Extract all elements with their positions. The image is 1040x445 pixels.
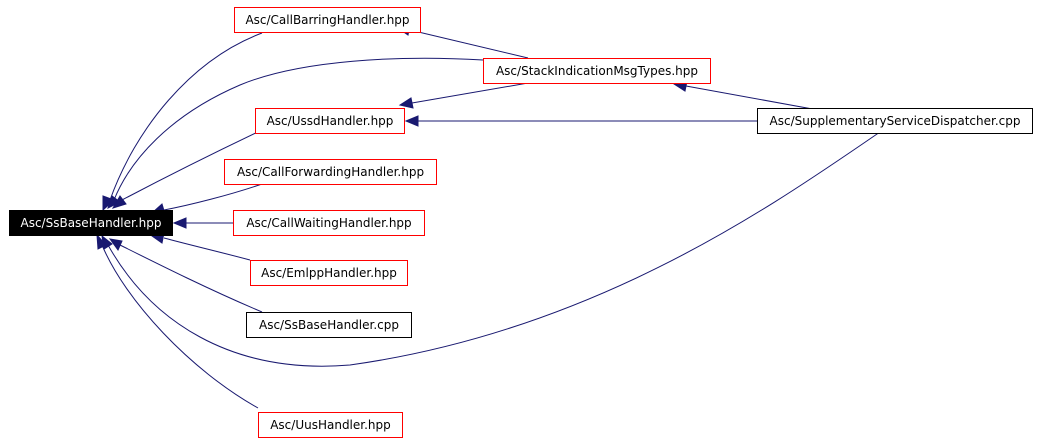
edge-dispatcher-to-ssbase: [107, 131, 881, 367]
edge-ssbasecpp-to-ssbase: [119, 244, 263, 313]
edge-dispatcher-to-stackindication: [685, 85, 819, 111]
arrowhead: [404, 115, 419, 127]
node-call-barring-handler-hpp[interactable]: Asc/CallBarringHandler.hpp: [234, 7, 421, 33]
arrowhead: [398, 97, 414, 109]
edge-stackindication-to-ssbase: [113, 57, 484, 201]
node-emlpp-handler-hpp[interactable]: Asc/EmlppHandler.hpp: [250, 260, 408, 286]
edge-ussd-to-ssbase: [121, 129, 263, 201]
node-ussd-handler-hpp[interactable]: Asc/UssdHandler.hpp: [255, 108, 405, 134]
edge-stackindication-to-callbarring: [409, 29, 529, 59]
node-stack-indication-msg-types-hpp[interactable]: Asc/StackIndicationMsgTypes.hpp: [483, 58, 711, 84]
arrowhead: [107, 195, 121, 209]
edge-callbarring-to-ssbase: [109, 32, 263, 201]
arrowhead: [172, 217, 187, 229]
arrowhead: [96, 233, 107, 250]
edge-stackindication-to-ussd: [411, 82, 529, 104]
edge-callforwarding-to-ssbase: [163, 183, 263, 211]
node-supplementary-service-dispatcher-cpp[interactable]: Asc/SupplementaryServiceDispatcher.cpp: [757, 108, 1033, 134]
node-call-forwarding-handler-hpp[interactable]: Asc/CallForwardingHandler.hpp: [224, 159, 437, 185]
node-ss-base-handler-cpp[interactable]: Asc/SsBaseHandler.cpp: [246, 312, 412, 338]
arrowhead: [108, 238, 123, 251]
node-uus-handler-hpp[interactable]: Asc/UusHandler.hpp: [258, 412, 403, 438]
node-ss-base-handler-hpp[interactable]: Asc/SsBaseHandler.hpp: [9, 210, 173, 236]
edge-emlpp-to-ssbase: [163, 237, 251, 261]
node-call-waiting-handler-hpp[interactable]: Asc/CallWaitingHandler.hpp: [233, 210, 425, 236]
arrowhead: [111, 195, 127, 209]
edge-uus-to-ssbase: [101, 244, 259, 409]
